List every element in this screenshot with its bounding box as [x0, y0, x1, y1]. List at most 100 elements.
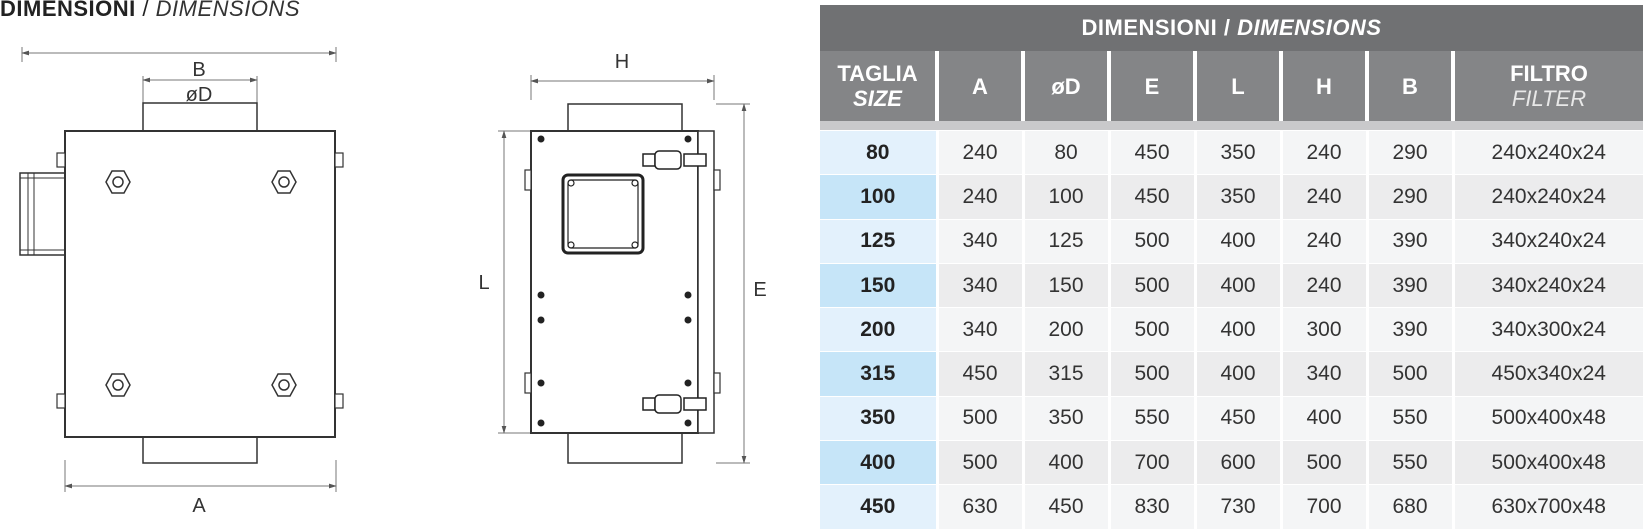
table-cell: 400 [1193, 262, 1281, 308]
column-header-5: H [1279, 51, 1367, 121]
table-cell: 340x240x24 [1451, 218, 1643, 264]
page-title-italic: DIMENSIONS [155, 0, 300, 21]
table-cell: 290 [1365, 174, 1453, 220]
table-cell: 400 [1021, 440, 1109, 485]
size-cell: 150 [820, 262, 937, 308]
table-cell: 450x340x24 [1451, 351, 1643, 397]
column-header-3: E [1107, 51, 1195, 121]
column-header-4: L [1193, 51, 1281, 121]
table-cell: 340 [935, 307, 1023, 352]
table-cell: 450 [1021, 484, 1109, 529]
table-title-italic: DIMENSIONS [1237, 15, 1382, 40]
table-title: DIMENSIONI / DIMENSIONS [820, 5, 1643, 51]
size-cell: 80 [820, 129, 937, 175]
column-header-1: A [935, 51, 1023, 121]
dim-label-d: øD [186, 84, 213, 106]
size-cell: 350 [820, 395, 937, 441]
column-header-main: FILTRO [1510, 61, 1588, 86]
table-cell: 340 [1279, 351, 1367, 397]
table-cell: 240 [1279, 218, 1367, 264]
column-header-main: H [1316, 73, 1332, 99]
table-cell: 340x240x24 [1451, 262, 1643, 308]
dim-label-b: B [192, 59, 205, 81]
table-cell: 340 [935, 218, 1023, 264]
table-cell: 300 [1279, 307, 1367, 352]
dim-label-h: H [615, 51, 629, 73]
table-cell: 400 [1193, 351, 1281, 397]
table-cell: 350 [1193, 129, 1281, 175]
size-cell: 100 [820, 174, 937, 220]
table-cell: 240 [935, 129, 1023, 175]
table-cell: 340x300x24 [1451, 307, 1643, 352]
table-cell: 240 [1279, 262, 1367, 308]
table-cell: 500 [1107, 351, 1195, 397]
table-cell: 680 [1365, 484, 1453, 529]
front-view-drawing: B øD A [19, 47, 344, 517]
table-cell: 450 [1107, 129, 1195, 175]
table-cell: 730 [1193, 484, 1281, 529]
table-cell: 125 [1021, 218, 1109, 264]
table-cell: 240 [1279, 129, 1367, 175]
table-cell: 600 [1193, 440, 1281, 485]
dim-label-a: A [192, 495, 206, 517]
table-cell: 500 [1107, 262, 1195, 308]
column-header-main: L [1231, 73, 1245, 99]
table-cell: 500 [1107, 307, 1195, 352]
table-cell: 290 [1365, 129, 1453, 175]
column-header-sub: SIZE [853, 86, 902, 111]
table-cell: 500 [935, 395, 1023, 441]
table-cell: 315 [1021, 351, 1109, 397]
table-cell: 450 [1107, 174, 1195, 220]
table-cell: 450 [1193, 395, 1281, 441]
table-cell: 80 [1021, 129, 1109, 175]
size-cell: 315 [820, 351, 937, 397]
table-cell: 830 [1107, 484, 1195, 529]
table-title-main: DIMENSIONI [1081, 15, 1218, 40]
page-title-main: DIMENSIONI [0, 0, 136, 21]
dim-label-e: E [753, 279, 766, 301]
table-cell: 400 [1193, 218, 1281, 264]
table-cell: 390 [1365, 218, 1453, 264]
table-cell: 390 [1365, 262, 1453, 308]
table-cell: 500x400x48 [1451, 395, 1643, 441]
table-cell: 240 [1279, 174, 1367, 220]
table-cell: 630x700x48 [1451, 484, 1643, 529]
table-cell: 500x400x48 [1451, 440, 1643, 485]
size-cell: 125 [820, 218, 937, 264]
table-cell: 450 [935, 351, 1023, 397]
table-cell: 340 [935, 262, 1023, 308]
size-cell: 200 [820, 307, 937, 352]
column-header-sub: FILTER [1511, 86, 1587, 111]
table-cell: 700 [1279, 484, 1367, 529]
table-cell: 400 [1193, 307, 1281, 352]
table-cell: 550 [1107, 395, 1195, 441]
column-header-main: B [1402, 73, 1418, 99]
header-divider [820, 121, 1643, 131]
table-cell: 550 [1365, 440, 1453, 485]
table-cell: 630 [935, 484, 1023, 529]
page-title: DIMENSIONI / DIMENSIONS [0, 0, 300, 22]
table-cell: 500 [1107, 218, 1195, 264]
column-header-main: TAGLIA [837, 61, 918, 86]
side-view-drawing: H L E [478, 51, 767, 464]
table-cell: 500 [935, 440, 1023, 485]
dim-label-l: L [478, 272, 489, 294]
table-cell: 350 [1193, 174, 1281, 220]
column-header-6: B [1365, 51, 1453, 121]
table-cell: 240x240x24 [1451, 129, 1643, 175]
table-cell: 100 [1021, 174, 1109, 220]
